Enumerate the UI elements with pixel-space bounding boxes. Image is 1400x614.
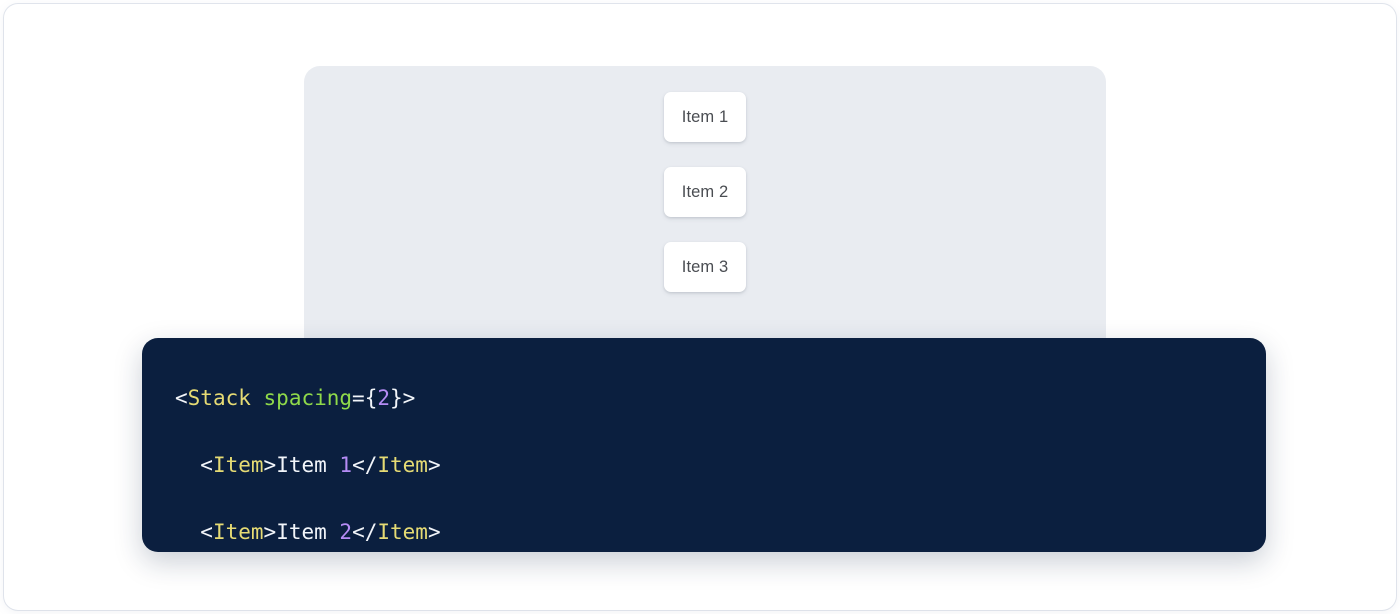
code-token-punct: > bbox=[427, 520, 441, 545]
code-token-punct: > bbox=[427, 453, 441, 478]
stack-container: Item 1 Item 2 Item 3 bbox=[304, 92, 1106, 292]
code-token-num: 1 bbox=[339, 453, 353, 478]
code-token-tag: Item bbox=[212, 453, 264, 478]
stack-item[interactable]: Item 1 bbox=[664, 92, 746, 142]
code-token-tag: Item bbox=[377, 520, 428, 545]
code-token-punct: < bbox=[200, 520, 213, 545]
code-token-punct: > bbox=[263, 520, 277, 545]
code-line: <Item>Item 1</Item> bbox=[175, 449, 441, 483]
code-token-attr: spacing bbox=[263, 386, 353, 410]
code-token-tag: Stack bbox=[187, 386, 251, 410]
code-token-num: 2 bbox=[339, 520, 353, 545]
code-token-punct: ={ bbox=[352, 386, 378, 410]
stack-item-label: Item 2 bbox=[681, 182, 729, 201]
code-token-tag: Item bbox=[377, 453, 428, 478]
code-token-text: Item bbox=[276, 520, 340, 545]
code-line: <Item>Item 2</Item> bbox=[175, 516, 441, 550]
code-line: <Stack spacing={2}> bbox=[175, 382, 441, 416]
code-token-tag: Item bbox=[212, 520, 264, 545]
stack-item-label: Item 1 bbox=[681, 107, 729, 126]
code-block[interactable]: <Stack spacing={2}> <Item>Item 1</Item> … bbox=[175, 382, 441, 552]
stack-item[interactable]: Item 3 bbox=[664, 242, 746, 292]
code-token-punct: </ bbox=[352, 453, 378, 478]
code-token-punct: > bbox=[263, 453, 277, 478]
code-token-punct: < bbox=[175, 386, 188, 410]
code-token-num: 2 bbox=[377, 386, 390, 410]
code-snippet-card: <Stack spacing={2}> <Item>Item 1</Item> … bbox=[142, 338, 1266, 552]
stack-preview-panel: Item 1 Item 2 Item 3 bbox=[304, 66, 1106, 356]
code-token-text bbox=[251, 386, 264, 410]
stack-item[interactable]: Item 2 bbox=[664, 167, 746, 217]
code-token-punct: < bbox=[200, 453, 213, 478]
stack-item-label: Item 3 bbox=[681, 257, 729, 276]
code-token-punct: }> bbox=[390, 386, 416, 410]
code-token-punct: </ bbox=[352, 520, 378, 545]
code-token-text: Item bbox=[276, 453, 340, 478]
